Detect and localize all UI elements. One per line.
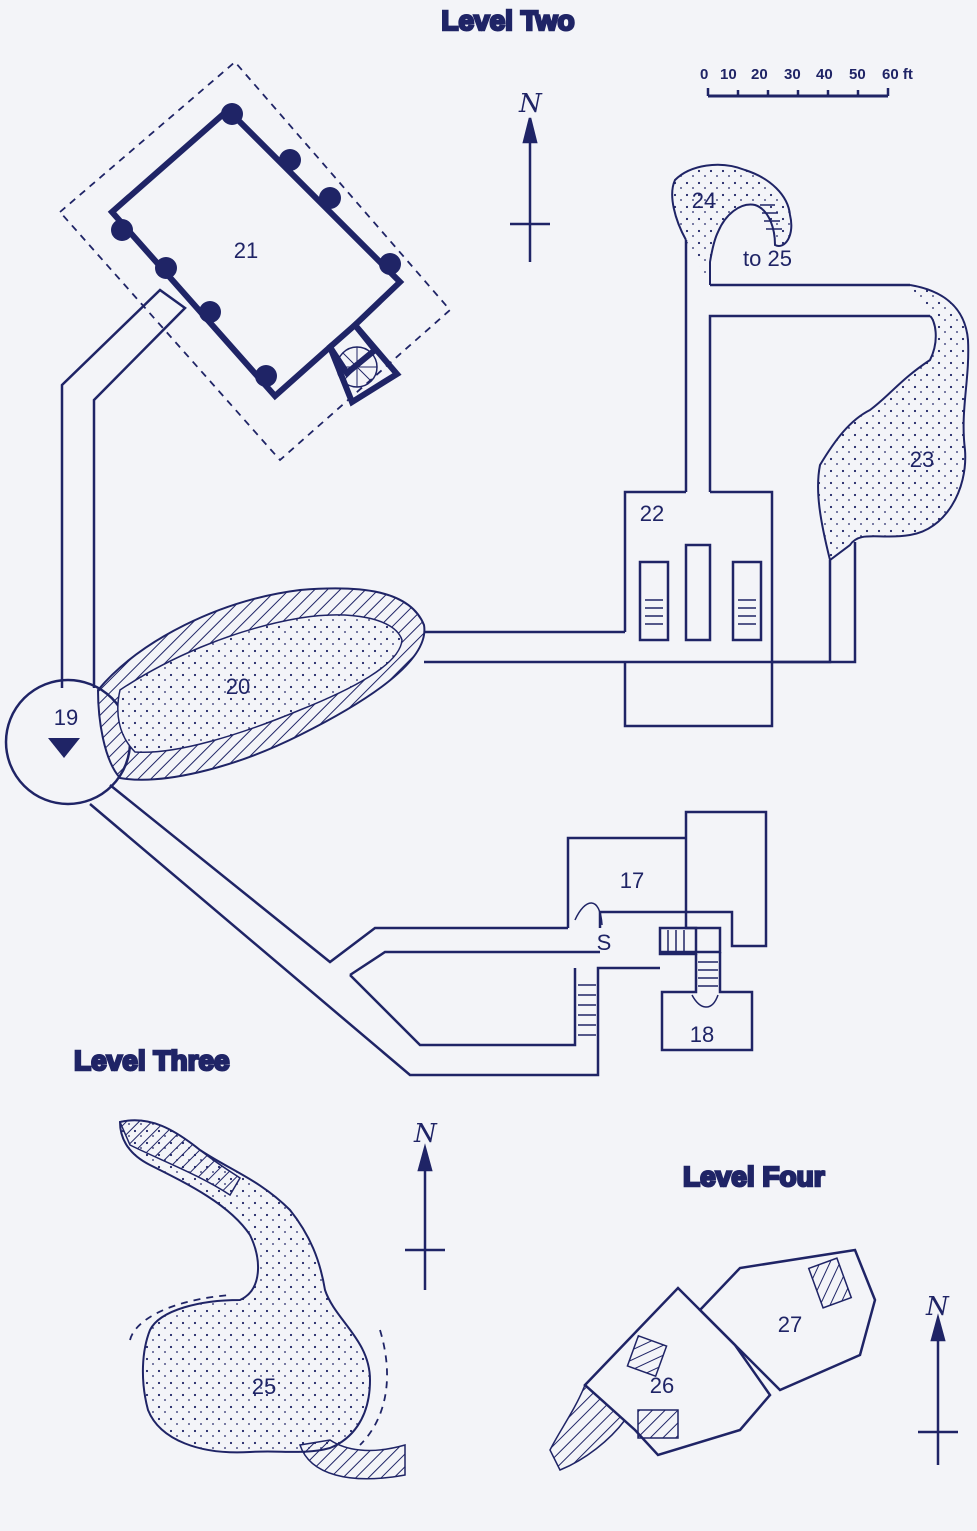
to-25-label: to 25	[743, 246, 792, 271]
secret-door-label: S	[597, 930, 612, 955]
room-24-label: 24	[692, 188, 716, 213]
room-26-label: 26	[650, 1373, 674, 1398]
corridor-loop	[349, 950, 600, 1047]
room-18: 18	[660, 952, 754, 1052]
scale-tick-30: 30	[784, 66, 801, 83]
corridor-22-23	[772, 560, 832, 664]
north-arrow-level-three-icon: N	[405, 1119, 445, 1290]
corridor-19-21	[60, 288, 187, 688]
room-20-label: 20	[226, 674, 250, 699]
room-21: 21	[58, 60, 452, 462]
room-25-label: 25	[252, 1374, 276, 1399]
scale-tick-10: 10	[720, 66, 737, 83]
corridor-22-north	[684, 240, 930, 492]
scale-bar: 0 10 20 30 40 50 60 ft	[700, 66, 913, 98]
room-26: 26	[549, 1286, 772, 1471]
room-21-label: 21	[234, 238, 258, 263]
room-23: 23	[817, 284, 970, 562]
room-24: 24 to 25	[671, 163, 793, 285]
scale-tick-50: 50	[849, 66, 866, 83]
level-four-heading: Level Four	[683, 1161, 825, 1192]
level-three-heading: Level Three	[74, 1045, 230, 1076]
scale-tick-20: 20	[751, 66, 768, 83]
scale-tick-40: 40	[816, 66, 833, 83]
scale-tick-60: 60 ft	[882, 66, 913, 83]
level-two-heading: Level Two	[441, 5, 574, 36]
north-label: N	[518, 89, 543, 119]
room-22: 22	[623, 490, 774, 728]
north-label-level-three: N	[413, 1119, 438, 1149]
room-17-label: 17	[620, 868, 644, 893]
north-label-level-four: N	[925, 1292, 950, 1322]
room-17: 17 S	[566, 810, 768, 956]
room-19-label: 19	[54, 705, 78, 730]
room-23-label: 23	[910, 447, 934, 472]
room-27: 27	[698, 1248, 877, 1392]
room-22-label: 22	[640, 501, 664, 526]
scale-tick-0: 0	[700, 66, 708, 83]
room-18-label: 18	[690, 1022, 714, 1047]
north-arrow-level-four-icon: N	[918, 1292, 958, 1465]
room-25: 25	[118, 1119, 406, 1480]
stairs-south	[578, 984, 596, 1036]
north-arrow-icon: N	[510, 89, 550, 262]
room-20: 20	[96, 587, 426, 781]
corridor-20-east	[424, 542, 857, 664]
room-27-label: 27	[778, 1312, 802, 1337]
corridor-19-southeast	[89, 784, 660, 1077]
